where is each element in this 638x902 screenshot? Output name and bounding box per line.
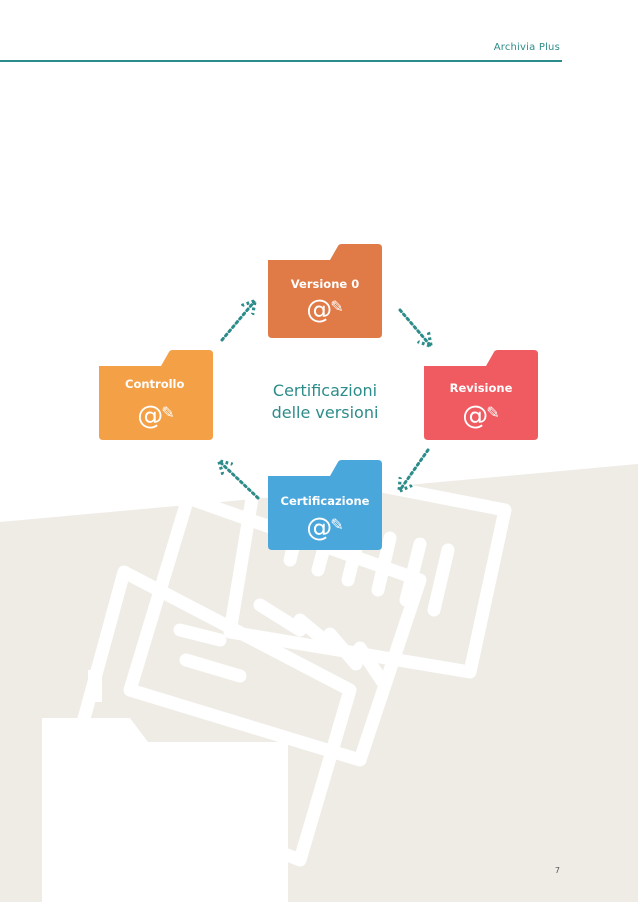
pencil-icon: ✎	[330, 515, 344, 534]
folder-label: Controllo	[125, 377, 185, 391]
arrow-controllo-to-versione	[220, 302, 254, 342]
page-number: 7	[554, 866, 560, 875]
folder-label: Versione 0	[290, 277, 360, 291]
folder-label: Certificazione	[280, 494, 370, 508]
folder-shape	[268, 244, 382, 338]
at-symbol: @✎	[306, 295, 344, 325]
folder-shape	[424, 350, 538, 440]
at-symbol: @✎	[137, 401, 175, 431]
arrow-certificazione-to-controllo	[220, 462, 260, 500]
pencil-icon: ✎	[330, 297, 344, 316]
folder-shape	[268, 460, 382, 550]
folder-controllo[interactable]: Controllo @✎	[99, 350, 213, 444]
at-symbol: @✎	[306, 513, 344, 543]
diagram-center-title: Certificazioni delle versioni	[260, 380, 390, 424]
header-divider	[0, 60, 562, 62]
pencil-icon: ✎	[486, 403, 500, 422]
center-title-line2: delle versioni	[271, 403, 379, 422]
arrow-revisione-to-certificazione	[400, 448, 430, 490]
center-title-line1: Certificazioni	[272, 381, 378, 400]
arrow-versione-to-revisione	[398, 308, 430, 345]
folder-versione-0[interactable]: Versione 0 @✎	[268, 244, 382, 338]
header-title: Archivia Plus	[493, 42, 560, 53]
folder-certificazione[interactable]: Certificazione @✎	[268, 460, 382, 554]
folder-revisione[interactable]: Revisione @✎	[424, 350, 538, 444]
folder-label: Revisione	[449, 381, 513, 395]
folder-art	[42, 670, 288, 902]
folder-shape	[99, 350, 213, 440]
at-symbol: @✎	[462, 401, 500, 431]
pencil-icon: ✎	[161, 403, 175, 422]
